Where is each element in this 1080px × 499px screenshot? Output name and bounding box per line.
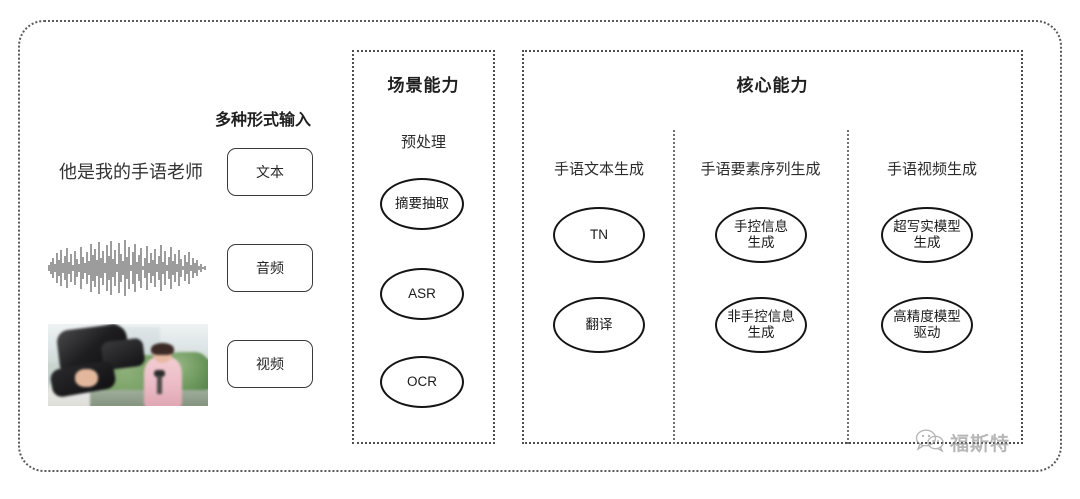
core-column-3-label: 手语视频生成 (886, 161, 977, 178)
scene-node-summary-extraction-label: 摘要抽取 (395, 196, 449, 212)
photo-operator-hand (75, 369, 98, 388)
outer-dotted-frame (18, 20, 1062, 472)
core-node-tn-label: TN (590, 227, 608, 243)
input-mode-audio-label: 音频 (256, 260, 284, 276)
scene-capability-panel: 场景能力 预处理 摘要抽取 ASR OCR (352, 50, 495, 444)
sample-sentence-text: 他是我的手语老师 (59, 162, 203, 182)
wechat-icon (915, 428, 945, 457)
input-mode-video-label: 视频 (256, 356, 284, 372)
input-mode-audio-button[interactable]: 音频 (227, 244, 313, 292)
core-column-2-label: 手语要素序列生成 (700, 161, 821, 178)
photo-reporter-hair (151, 342, 174, 356)
core-capability-panel: 核心能力 手语文本生成 TN 翻译 手语要素序列生成 手控信息 生成 非手控信息… (522, 50, 1023, 444)
core-node-translation[interactable]: 翻译 (553, 297, 645, 353)
photo-microphone-handle (156, 375, 162, 394)
scene-node-asr[interactable]: ASR (380, 268, 464, 320)
video-thumbnail-image (48, 324, 208, 406)
core-node-manual-info-generation-label: 手控信息 生成 (734, 219, 788, 250)
input-mode-text-label: 文本 (256, 164, 284, 180)
watermark-text: 福斯特 (950, 434, 1011, 455)
core-node-photorealistic-model-generation-label: 超写实模型 生成 (893, 219, 961, 250)
core-panel-title: 核心能力 (736, 76, 809, 95)
scene-preprocess-label: 预处理 (400, 134, 446, 151)
input-mode-video-button[interactable]: 视频 (227, 340, 313, 388)
photo-reporter-body (144, 356, 183, 406)
watermark: 福斯特 (915, 428, 1010, 457)
core-node-manual-info-generation[interactable]: 手控信息 生成 (715, 207, 807, 263)
scene-node-asr-label: ASR (408, 286, 436, 302)
scene-node-ocr[interactable]: OCR (380, 356, 464, 408)
core-column-divider-2 (847, 130, 849, 444)
scene-node-summary-extraction[interactable]: 摘要抽取 (380, 178, 464, 230)
scene-panel-title: 场景能力 (387, 76, 460, 95)
core-node-tn[interactable]: TN (553, 207, 645, 263)
input-mode-text-button[interactable]: 文本 (227, 148, 313, 196)
input-section-heading: 多种形式输入 (215, 112, 312, 129)
scene-node-ocr-label: OCR (407, 374, 437, 390)
core-node-high-precision-model-driving-label: 高精度模型 驱动 (893, 309, 961, 340)
core-node-high-precision-model-driving[interactable]: 高精度模型 驱动 (881, 297, 973, 353)
core-node-photorealistic-model-generation[interactable]: 超写实模型 生成 (881, 207, 973, 263)
audio-waveform-icon (45, 238, 208, 298)
core-node-non-manual-info-generation[interactable]: 非手控信息 生成 (715, 297, 807, 353)
core-node-translation-label: 翻译 (585, 317, 613, 333)
core-column-1-label: 手语文本生成 (553, 161, 644, 178)
core-column-divider-1 (673, 130, 675, 444)
core-node-non-manual-info-generation-label: 非手控信息 生成 (727, 309, 795, 340)
